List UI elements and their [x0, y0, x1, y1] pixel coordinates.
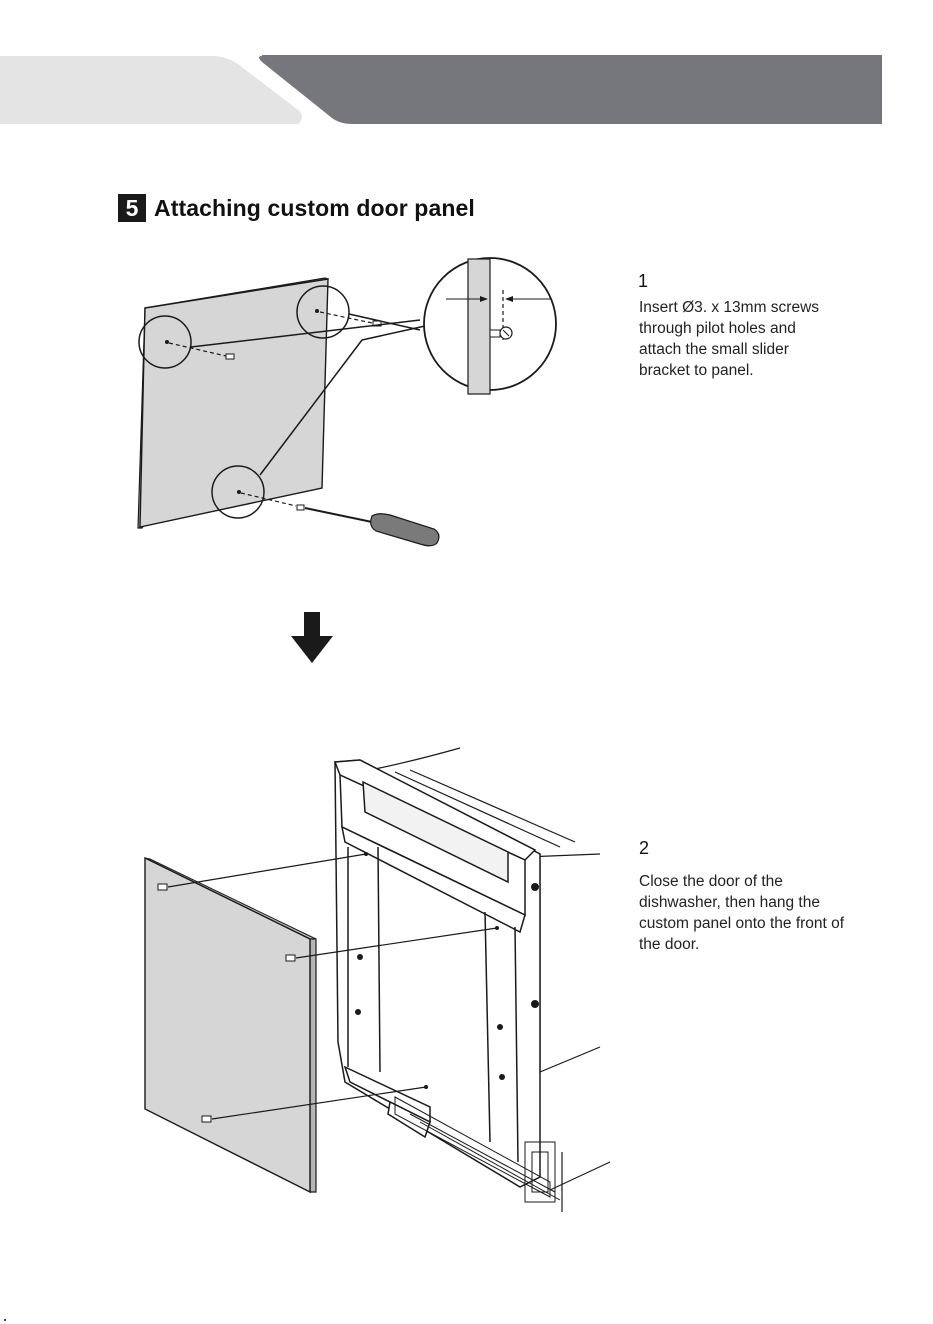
section-number-badge: 5: [118, 194, 146, 222]
figure-attach-bracket: [120, 250, 580, 560]
step-2-text: Close the door of the dishwasher, then h…: [639, 871, 849, 955]
step-2-number: 2: [639, 838, 649, 859]
page-mark: [4, 1319, 6, 1321]
screwdriver-icon: [297, 505, 439, 546]
custom-panel-illustration: [145, 858, 316, 1192]
section-heading: 5 Attaching custom door panel: [118, 193, 475, 223]
magnified-detail: [424, 258, 556, 394]
step-1-number: 1: [638, 271, 648, 292]
figure-hang-panel: [130, 742, 630, 1232]
header-band: [0, 0, 933, 140]
section-title: Attaching custom door panel: [154, 195, 475, 222]
step-1-text: Insert Ø3. x 13mm screws through pilot h…: [639, 297, 839, 381]
arrow-down-icon: [290, 612, 334, 664]
